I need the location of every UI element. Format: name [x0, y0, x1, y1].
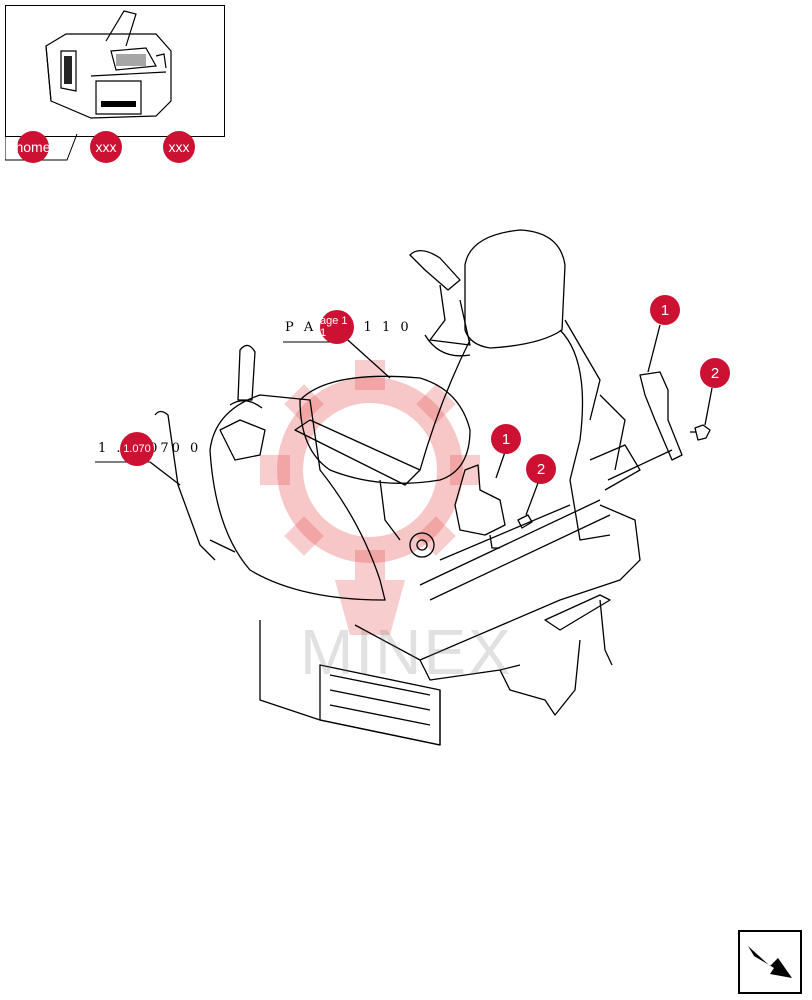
home-button-label: home [15, 139, 51, 155]
callout-2-bolt-label: 2 [710, 364, 720, 382]
callout-2-screw[interactable]: 2 [526, 454, 556, 484]
next-page-button[interactable] [738, 930, 802, 994]
prev-button[interactable]: xxx [90, 131, 122, 163]
callout-1-handle[interactable]: 1 [491, 424, 521, 454]
next-button-label: xxx [168, 139, 190, 155]
callout-1-lever[interactable]: 1 [650, 295, 680, 325]
watermark-text: MINEX [300, 616, 513, 688]
gear-watermark-icon [260, 360, 480, 635]
callout-1-handle-label: 1 [501, 430, 511, 448]
part-reference-link[interactable]: 1.070 [120, 432, 154, 466]
home-button[interactable]: home [15, 131, 51, 163]
page-reference-link[interactable]: age 1 1 [320, 310, 354, 344]
machine-thumbnail-icon [45, 10, 172, 119]
prev-button-label: xxx [95, 139, 117, 155]
part-reference-badge: 1.070 [123, 443, 151, 455]
arrow-next-icon [748, 946, 792, 978]
next-button[interactable]: xxx [163, 131, 195, 163]
callout-1-lever-label: 1 [660, 301, 670, 319]
callout-2-screw-label: 2 [536, 460, 546, 478]
callout-2-bolt[interactable]: 2 [700, 358, 730, 388]
page-reference-badge: age 1 1 [320, 315, 348, 339]
